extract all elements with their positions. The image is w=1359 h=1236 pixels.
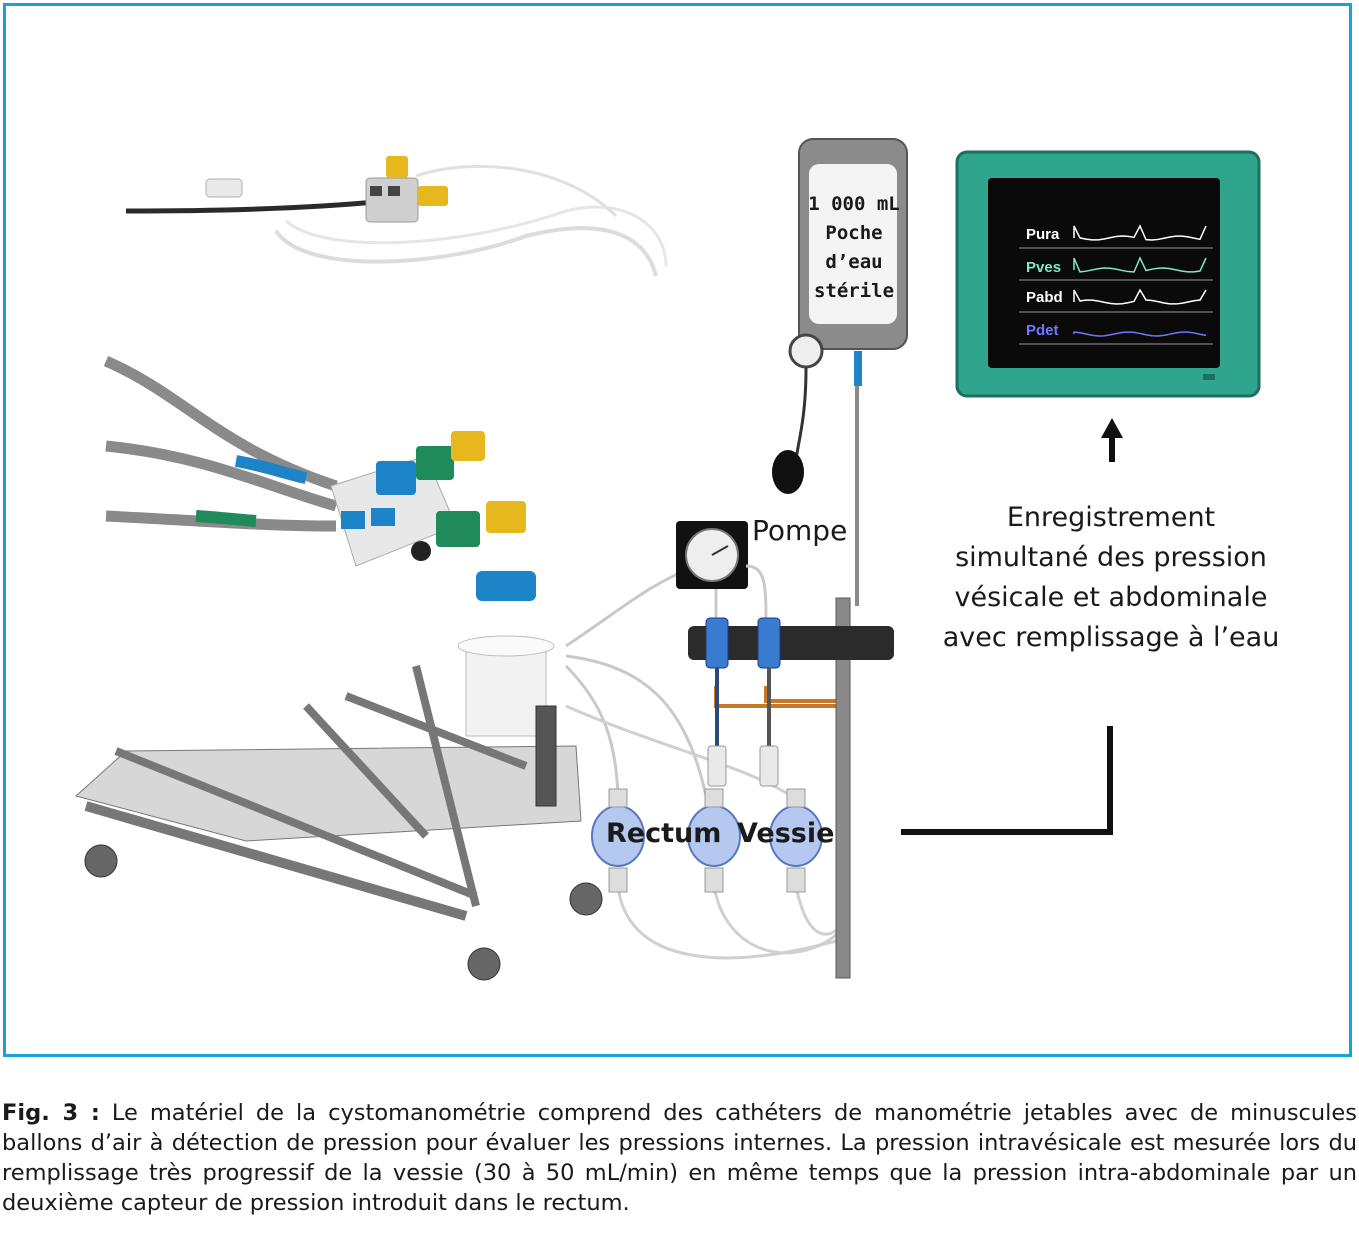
figure-caption: Fig. 3 : Le matériel de la cystomanométr… <box>2 1098 1357 1218</box>
cable-connectors-illustration <box>106 361 536 601</box>
rectum-label: Rectum <box>606 818 721 849</box>
trace-label-pabd: Pabd <box>1026 289 1063 306</box>
caption-text: Le matériel de la cystomanométrie compre… <box>2 1100 1357 1216</box>
bladder-label: Vessie <box>737 818 834 849</box>
figure-frame: 1 000 mL Poche d’eau stérile Pompe Rectu… <box>3 3 1352 1057</box>
trace-label-pdet: Pdet <box>1026 322 1059 339</box>
catheter-illustration <box>126 156 666 276</box>
arrow-up-icon <box>1101 418 1123 438</box>
trace-label-pves: Pves <box>1026 259 1061 276</box>
monitor-illustration <box>957 152 1259 396</box>
exam-chair-illustration <box>76 636 602 980</box>
water-bag-label: 1 000 mL Poche d’eau stérile <box>808 190 900 306</box>
pump-label: Pompe <box>752 514 847 547</box>
caption-lead: Fig. 3 : <box>2 1100 100 1126</box>
trace-label-pura: Pura <box>1026 226 1059 243</box>
recording-label: Enregistrement simultané des pression vé… <box>936 498 1286 658</box>
